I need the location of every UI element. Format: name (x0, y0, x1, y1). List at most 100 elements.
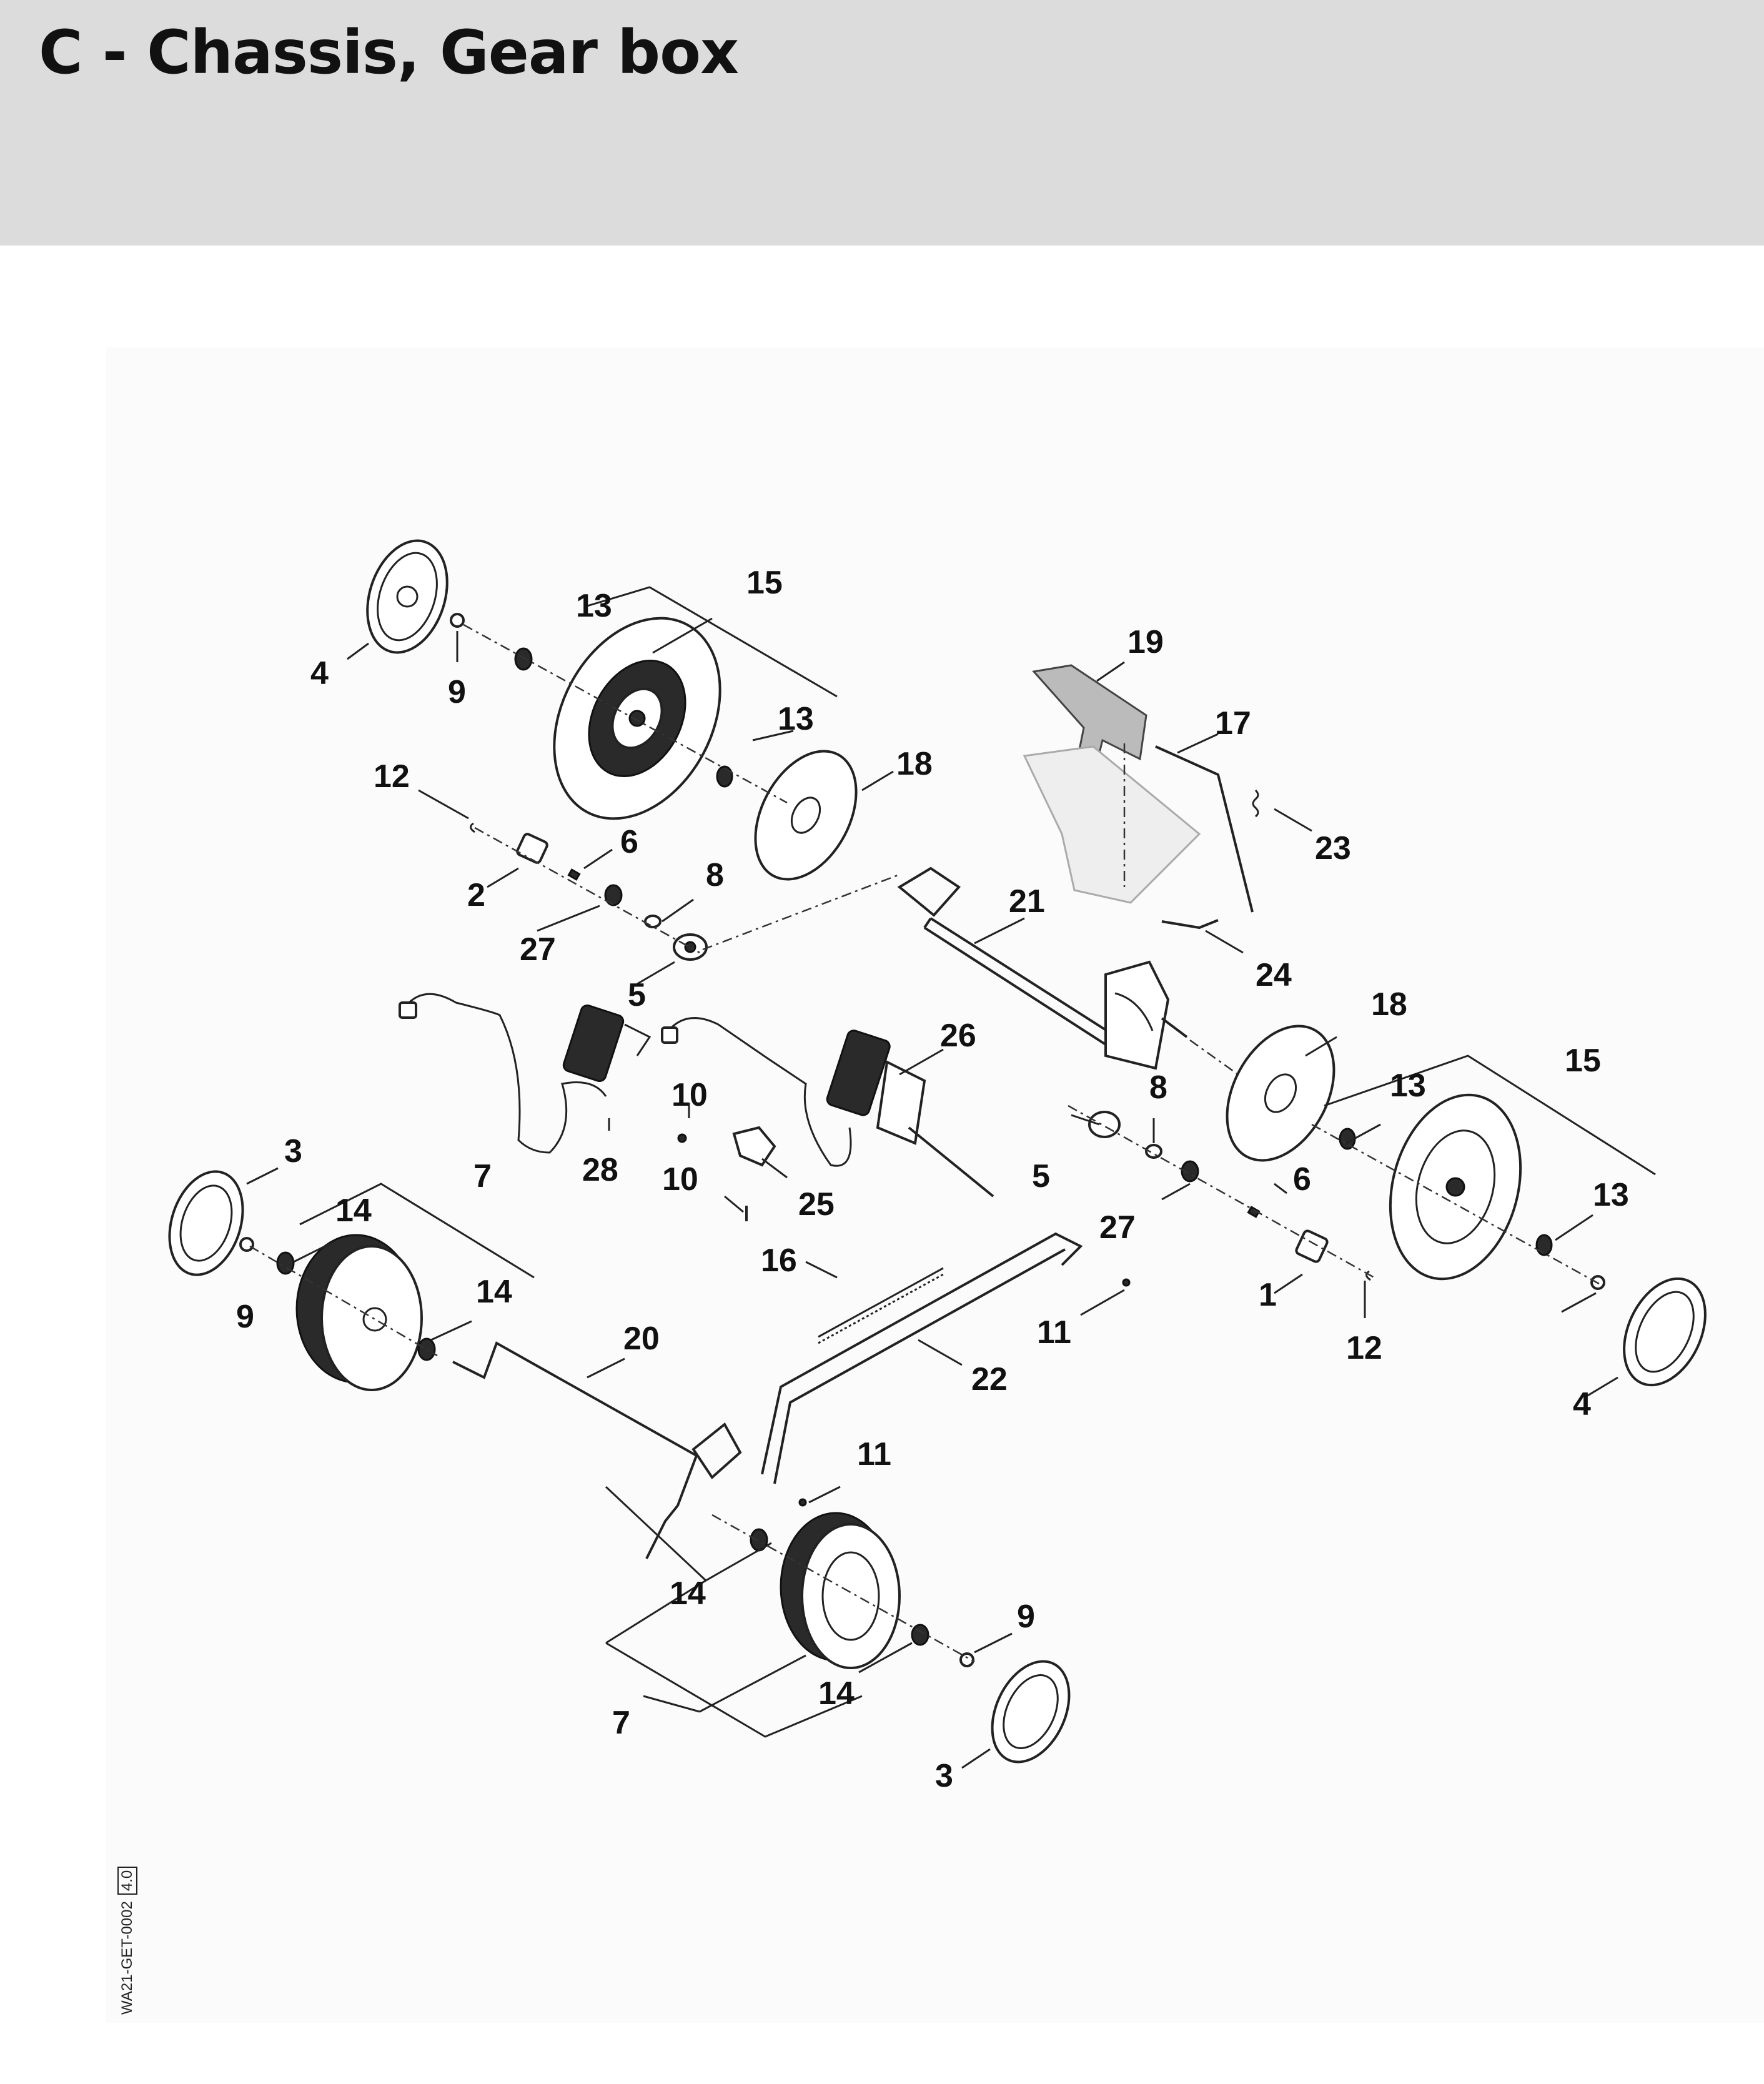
bearing-13-right-b (1535, 1234, 1553, 1256)
callout-27-right: 27 (1099, 1209, 1136, 1246)
wheel-cap-3-left (168, 1170, 244, 1276)
callout-14-bottom-b: 14 (818, 1675, 855, 1712)
callout-15-right: 15 (1565, 1043, 1601, 1079)
washer-8-right (1145, 1144, 1162, 1159)
callout-7-bottom: 7 (612, 1705, 630, 1741)
pinion-1 (1295, 1229, 1329, 1263)
callout-3-left: 3 (284, 1133, 302, 1169)
callout-8-left: 8 (706, 857, 724, 893)
handle-frame-ghost (1023, 745, 1201, 904)
bearing-14-left-b (417, 1337, 436, 1361)
callout-4-top: 4 (310, 655, 329, 692)
page-title: C - Chassis, Gear box (39, 17, 739, 87)
callout-23: 23 (1315, 830, 1351, 866)
bearing-13-top-left-a (514, 647, 533, 671)
callout-21: 21 (1009, 883, 1045, 920)
callout-18-top: 18 (896, 746, 933, 782)
washer-8-left (644, 915, 662, 928)
callout-25: 25 (798, 1186, 835, 1223)
drawing-code: WA21-GET-0002 4.0 (117, 1866, 137, 2015)
hub-5-left (673, 933, 708, 961)
bearing-13-top-left-b (716, 765, 733, 788)
spring-16 (818, 1267, 944, 1344)
key-6-left (567, 868, 581, 881)
callout-27-left: 27 (520, 931, 556, 968)
callout-9-left: 9 (236, 1299, 254, 1335)
page-header: C - Chassis, Gear box (0, 0, 1764, 246)
clip-12-left (470, 822, 475, 833)
callout-5-left: 5 (628, 977, 646, 1013)
callout-19: 19 (1127, 624, 1164, 660)
motor-28 (562, 1004, 652, 1083)
callout-9-bottom: 9 (1017, 1599, 1035, 1635)
bearing-14-bottom-b (911, 1624, 929, 1646)
callout-15-top: 15 (746, 565, 783, 601)
callout-13-right-b: 13 (1593, 1177, 1629, 1213)
callout-5-right: 5 (1032, 1158, 1050, 1194)
bearing-27-right (1181, 1160, 1199, 1183)
callout-6-left: 6 (620, 824, 638, 860)
callout-6-right: 6 (1293, 1161, 1311, 1198)
pin-11-lower (798, 1498, 807, 1507)
lever-22 (761, 1232, 1083, 1484)
hub-5-right (1088, 1111, 1121, 1138)
pin-11-upper (1122, 1278, 1131, 1287)
callout-12-left: 12 (374, 758, 410, 795)
callout-11-lower: 11 (857, 1436, 891, 1472)
key-6-right (1247, 1206, 1261, 1218)
handle-bracket-19 (1032, 664, 1147, 767)
callout-12-right: 12 (1346, 1330, 1382, 1366)
rod-24 (1161, 919, 1219, 930)
drawing-code-box: 4.0 (117, 1866, 137, 1895)
callout-13-right-a: 13 (1390, 1068, 1426, 1104)
callout-13-top-b: 13 (778, 701, 814, 737)
callout-1: 1 (1259, 1277, 1277, 1313)
front-axle-20 (452, 1341, 742, 1559)
clip-12-right (1365, 1270, 1371, 1281)
callout-10-bottom: 10 (662, 1161, 698, 1198)
wheel-7-left (295, 1234, 423, 1391)
nut-9-left (239, 1237, 254, 1252)
callout-26: 26 (940, 1018, 976, 1054)
callout-labels: 15 13 4 9 19 13 17 12 18 23 6 2 8 27 21 … (236, 565, 1629, 1794)
bearing-14-left-a (276, 1251, 295, 1275)
bearing-27-left (604, 884, 623, 906)
callout-16: 16 (761, 1243, 797, 1279)
callout-20: 20 (623, 1321, 660, 1357)
wheel-cap-4-right (1623, 1277, 1707, 1387)
callout-4-right: 4 (1573, 1386, 1591, 1422)
disc-18-right (1226, 1025, 1335, 1162)
rod-17 (1155, 745, 1254, 913)
spring-23 (1252, 789, 1259, 818)
drive-wheel-15-right (1389, 1093, 1522, 1281)
callout-14-left-b: 14 (476, 1274, 512, 1310)
callout-14-bottom-a: 14 (670, 1575, 706, 1612)
callout-24: 24 (1256, 957, 1292, 993)
screw-10-top (677, 1133, 687, 1143)
callout-9-top: 9 (448, 674, 466, 710)
callout-2: 2 (467, 877, 485, 913)
callout-14-left-a: 14 (335, 1193, 372, 1229)
callout-7-left: 7 (473, 1158, 492, 1194)
clamp-25 (732, 1126, 776, 1167)
callout-18-right: 18 (1371, 986, 1407, 1023)
callout-11-upper: 11 (1037, 1314, 1071, 1351)
callout-28: 28 (582, 1152, 618, 1188)
leader-lines (246, 586, 1656, 1769)
wheel-cap-4-top-left (366, 539, 448, 654)
cable-26 (661, 1017, 852, 1167)
callout-10-top: 10 (671, 1077, 708, 1113)
wheel-7-bottom (780, 1512, 901, 1669)
wheel-cap-3-bottom (991, 1660, 1071, 1764)
drawing-code-text: WA21-GET-0002 (119, 1901, 136, 2015)
cable-28 (399, 993, 607, 1154)
rear-axle-21 (897, 866, 1113, 1046)
nut-9-top-left (450, 613, 465, 628)
gear-motor-26 (826, 1030, 994, 1198)
disc-18-top (754, 750, 858, 881)
callout-22: 22 (971, 1361, 1008, 1397)
nut-9-bottom (959, 1652, 974, 1667)
callout-13-top-a: 13 (576, 588, 612, 624)
callout-17: 17 (1215, 705, 1251, 742)
